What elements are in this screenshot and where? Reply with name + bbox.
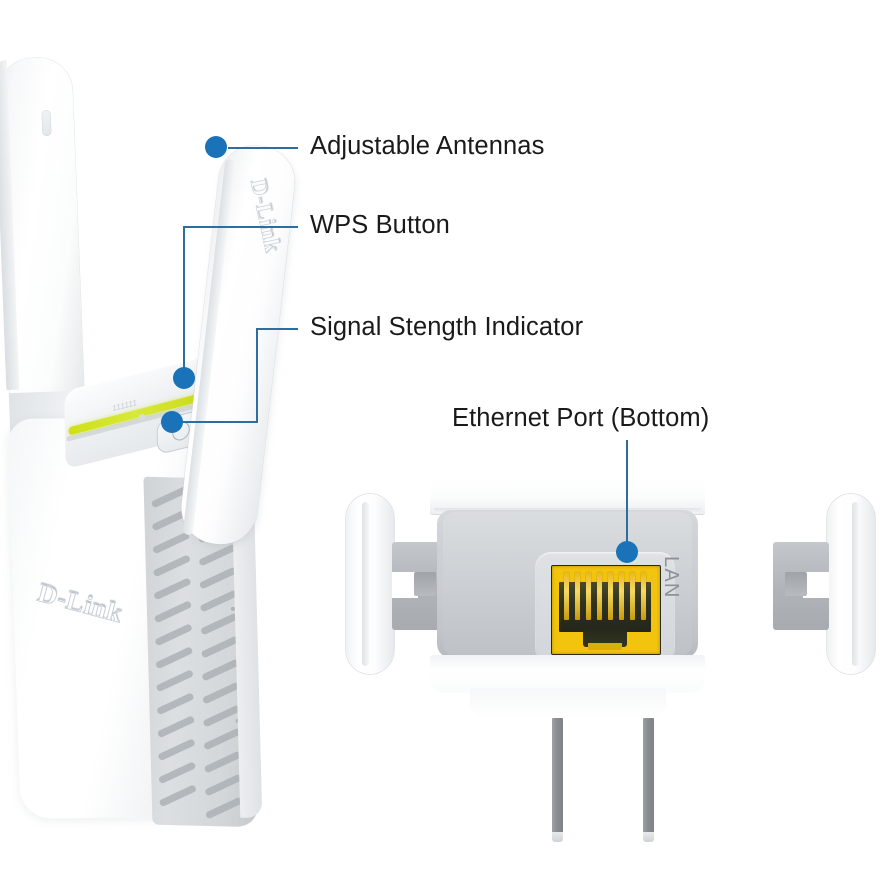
rj45-pin xyxy=(608,572,613,620)
callout-line-wps-vertical xyxy=(183,227,185,379)
vent-slot xyxy=(199,612,239,636)
vent-slot xyxy=(200,635,240,659)
vent-slot xyxy=(152,554,192,578)
rj45-pin xyxy=(586,572,591,620)
antenna-endcap-left-seam xyxy=(362,502,369,666)
device-bottom-view: LAN xyxy=(330,460,891,860)
antenna-hinge-right-step xyxy=(785,572,807,596)
bottom-view-skirt xyxy=(470,688,666,722)
callout-label-wps-button: WPS Button xyxy=(310,211,450,239)
antenna-hinge-right-notch xyxy=(803,572,829,598)
vent-slot xyxy=(158,784,198,808)
callout-line-signal-vertical xyxy=(256,329,258,422)
vent-slot xyxy=(201,658,240,682)
vent-slot xyxy=(154,646,194,670)
rj45-pin xyxy=(597,572,602,620)
bottom-view-bottom-cap xyxy=(430,655,705,693)
vent-slot xyxy=(198,566,238,590)
rj45-latch-notch xyxy=(583,629,627,647)
vent-slot xyxy=(198,543,237,567)
bottom-view-top-cap xyxy=(430,478,705,514)
device-front-view: 111111 D-Link D-Link xyxy=(0,40,300,830)
vent-slot xyxy=(155,669,195,693)
vent-slot xyxy=(152,577,192,601)
power-prong-left xyxy=(552,718,563,836)
vent-slot xyxy=(203,750,243,774)
rj45-pin xyxy=(619,572,624,620)
callout-label-adjustable-antennas: Adjustable Antennas xyxy=(310,132,545,160)
callout-label-signal-indicator: Signal Stength Indicator xyxy=(310,313,584,341)
vent-slot xyxy=(204,773,243,797)
antenna-hinge-left-notch xyxy=(392,572,418,598)
callout-dot-signal-indicator xyxy=(161,411,183,433)
callout-label-ethernet-port: Ethernet Port (Bottom) xyxy=(452,404,710,432)
lan-port-label: LAN xyxy=(660,556,682,599)
rj45-pin xyxy=(575,572,580,620)
power-prong-right xyxy=(643,718,654,836)
callout-line-signal-horizontal-lower xyxy=(180,421,258,423)
vent-slot xyxy=(204,796,244,820)
rj45-cavity xyxy=(559,582,651,632)
vent-slot xyxy=(155,692,195,716)
power-prong-left-tip xyxy=(552,832,563,842)
callout-line-adjustable-antennas xyxy=(228,146,298,149)
vent-slot xyxy=(157,761,197,785)
callout-line-wps-horizontal xyxy=(183,226,298,228)
rj45-pin xyxy=(564,572,569,620)
vent-slot xyxy=(156,715,196,739)
vent-slot xyxy=(201,681,241,705)
callout-line-signal-horizontal-upper xyxy=(256,328,298,330)
antenna-endcap-right xyxy=(827,494,875,674)
callout-dot-ethernet-port xyxy=(616,541,638,563)
vent-slot xyxy=(202,727,242,751)
vent-slot xyxy=(157,738,196,762)
callout-dot-adjustable-antennas xyxy=(205,136,227,158)
rj45-pin xyxy=(641,572,646,620)
callout-line-ethernet-port xyxy=(626,440,628,548)
antenna-hinge-left-step xyxy=(414,572,436,596)
callout-dot-wps-button xyxy=(173,367,195,389)
power-prong-right-tip xyxy=(643,832,654,842)
rj45-latch-tab xyxy=(588,643,622,650)
vent-slot xyxy=(151,531,191,555)
antenna-endcap-right-seam xyxy=(852,502,859,666)
rj45-pin xyxy=(630,572,635,620)
antenna-left-detail xyxy=(41,109,52,137)
antenna-endcap-left xyxy=(346,494,394,674)
vent-slot xyxy=(202,704,242,728)
